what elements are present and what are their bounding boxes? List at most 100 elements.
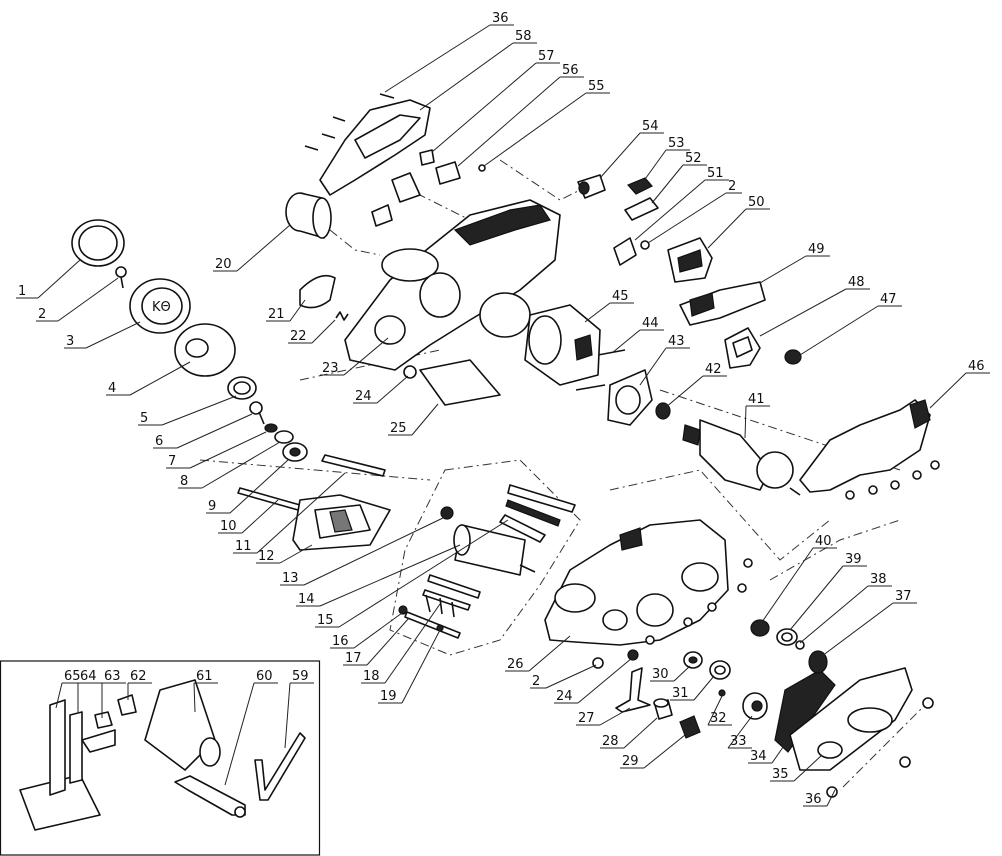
- callout-12: 12: [256, 544, 313, 564]
- callout-leader-line: [761, 547, 814, 623]
- callout-leader-line: [664, 375, 704, 409]
- part-31-washer: [709, 660, 731, 680]
- part-3-knob: ΚΘ: [129, 278, 191, 334]
- part-15-blade-set: [499, 484, 576, 543]
- callout-leader-line: [338, 519, 509, 628]
- callout-53: 53: [642, 136, 690, 183]
- callout-label: 63: [104, 669, 121, 684]
- callout-label: 42: [705, 362, 722, 377]
- part-56-block: [435, 161, 461, 185]
- callout-48: 48: [759, 275, 870, 337]
- part-5-spring: [227, 376, 257, 400]
- callout-49: 49: [759, 242, 830, 284]
- callout-leader-line: [376, 375, 409, 404]
- part-63-wing-screw: [81, 711, 116, 753]
- part-28-bushing: [653, 698, 673, 720]
- callout-leader-line: [647, 192, 727, 244]
- part-2-screw: [115, 266, 127, 289]
- callout-59: 59: [284, 669, 314, 749]
- callout-label: 16: [332, 634, 349, 649]
- callout-label: 14: [298, 592, 315, 607]
- callout-22: 22: [288, 319, 336, 344]
- callout-leader-line: [929, 372, 967, 409]
- part-switch-block: [371, 172, 421, 227]
- part-housing-screws: [645, 558, 753, 645]
- callout-leader-line: [241, 499, 279, 534]
- callout-41: 41: [744, 392, 770, 439]
- callout-label: 4: [108, 381, 116, 396]
- callout-2: 2: [530, 664, 597, 689]
- callout-28: 28: [600, 717, 658, 749]
- part-46-handle-frame: [799, 399, 931, 493]
- callout-label: 15: [317, 613, 334, 628]
- callout-label: 18: [363, 669, 380, 684]
- part-32-small-nut: [718, 689, 726, 697]
- callout-leader-line: [599, 132, 641, 179]
- callout-leader-line: [303, 516, 446, 586]
- callout-21: 21: [266, 299, 306, 322]
- callout-label: 53: [668, 136, 685, 151]
- callout-44: 44: [611, 316, 664, 354]
- callout-label: 43: [668, 334, 685, 349]
- callout-29: 29: [620, 734, 686, 769]
- callout-8: 8: [178, 441, 281, 489]
- callout-35: 35: [770, 754, 823, 782]
- part-24-nut-lower: [627, 649, 639, 661]
- callout-label: 37: [895, 589, 912, 604]
- part-43-baffle: [607, 369, 653, 426]
- callout-leader-line: [457, 76, 561, 167]
- part-27-bracket: [615, 667, 651, 713]
- callout-65: 65: [55, 669, 86, 709]
- callout-leader-line: [611, 329, 641, 354]
- callout-label: 8: [180, 474, 188, 489]
- part-36-screws-upper: [304, 93, 395, 151]
- callout-leader-line: [744, 405, 747, 439]
- callout-63: 63: [101, 669, 126, 718]
- callout-23: 23: [320, 337, 389, 376]
- callout-leader-line: [707, 208, 747, 249]
- callout-leader-line: [789, 565, 844, 631]
- part-52-plate: [624, 197, 659, 221]
- callout-leader-line: [289, 299, 306, 322]
- part-60-wrench: [174, 775, 246, 818]
- callout-18: 18: [361, 603, 441, 684]
- callout-4: 4: [106, 361, 191, 396]
- part-46-screws: [845, 460, 940, 500]
- callout-46: 46: [929, 359, 990, 409]
- callout-51: 51: [634, 166, 729, 241]
- callout-58: 58: [419, 29, 537, 111]
- callout-leader-line: [176, 413, 253, 449]
- part-23-main-housing: [344, 199, 561, 371]
- callout-label: 40: [815, 534, 832, 549]
- callout-6: 6: [153, 413, 253, 449]
- callout-11: 11: [233, 472, 346, 554]
- callout-leader-line: [793, 754, 823, 782]
- callout-leader-line: [639, 347, 667, 386]
- part-13-nut: [440, 506, 454, 520]
- callout-label: 38: [870, 572, 887, 587]
- part-11-blade: [321, 454, 386, 477]
- callout-17: 17: [343, 617, 410, 666]
- part-4-depth-ring: [174, 323, 236, 377]
- callout-label: 45: [612, 289, 629, 304]
- callout-27: 27: [576, 707, 631, 726]
- callout-label: 25: [390, 421, 407, 436]
- part-20-sleeve: [285, 192, 332, 239]
- part-65-fence: [19, 699, 101, 831]
- callout-label: 64: [80, 669, 97, 684]
- callout-40: 40: [761, 534, 837, 623]
- callout-24: 24: [554, 657, 633, 704]
- callout-label: 39: [845, 552, 862, 567]
- callout-label: 56: [562, 63, 579, 78]
- callout-label: 2: [38, 307, 46, 322]
- callout-56: 56: [457, 63, 584, 167]
- callout-label: 19: [380, 689, 397, 704]
- callout-leader-line: [483, 92, 587, 167]
- callout-label: 31: [672, 686, 689, 701]
- callout-leader-line: [727, 715, 753, 749]
- part-50-switch: [667, 237, 713, 283]
- callout-label: 34: [750, 749, 767, 764]
- callout-leader-line: [673, 665, 691, 682]
- part-49-handle-grip: [679, 281, 766, 326]
- callout-34: 34: [748, 739, 789, 764]
